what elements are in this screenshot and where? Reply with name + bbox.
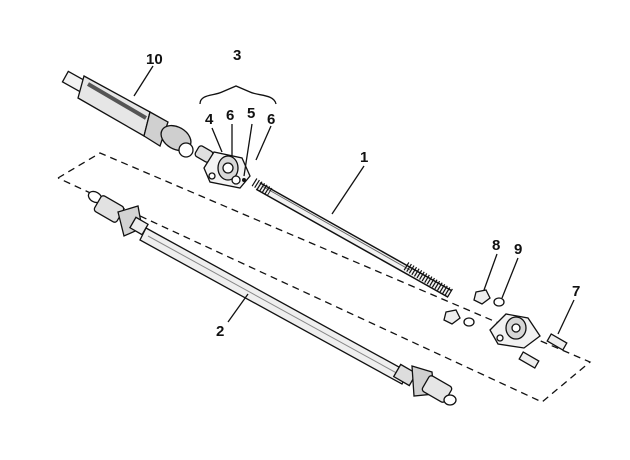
callout-7: 7 [572, 283, 580, 300]
part-1-threaded-rod [251, 178, 455, 298]
callout-6b: 6 [267, 111, 275, 128]
part-10-upper-shaft [61, 70, 214, 163]
part-8-nuts [443, 289, 491, 325]
lower-flange-bearing [489, 313, 541, 349]
part-3-flange-bearing-assembly [203, 151, 251, 189]
callout-10: 10 [146, 51, 163, 68]
leader-lines [133, 65, 575, 335]
callout-2: 2 [216, 323, 224, 340]
callout-9: 9 [514, 241, 522, 258]
callout-3: 3 [233, 47, 241, 64]
callout-4: 4 [205, 111, 214, 128]
callout-5: 5 [247, 105, 255, 122]
part-7-bolts [518, 333, 568, 369]
callout-6a: 6 [226, 107, 234, 124]
assembly-dashed-outline [57, 152, 592, 403]
part-9-washers [463, 297, 505, 327]
part-2-lower-shaft [87, 190, 457, 406]
callout-1: 1 [360, 149, 368, 166]
callout-8: 8 [492, 237, 500, 254]
